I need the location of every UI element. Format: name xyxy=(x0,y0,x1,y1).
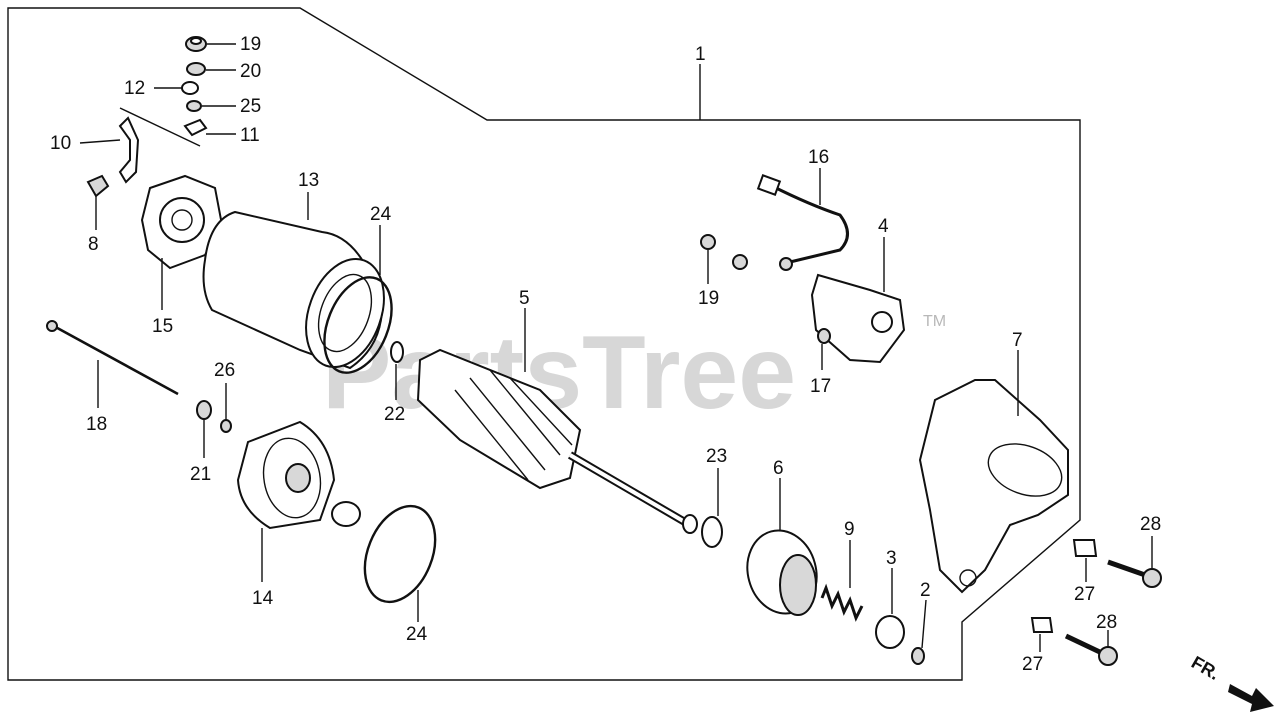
callout-9: 9 xyxy=(844,519,855,540)
callout-21: 21 xyxy=(190,464,211,485)
callout-28-lower: 28 xyxy=(1096,612,1117,633)
washer-26 xyxy=(220,419,232,433)
washer-20 xyxy=(186,62,206,76)
nut-19-right xyxy=(700,234,716,250)
collar-3 xyxy=(875,615,905,649)
spring-9 xyxy=(820,583,864,622)
callout-27-upper: 27 xyxy=(1074,584,1095,605)
callout-18: 18 xyxy=(86,414,107,435)
bracket-7 xyxy=(918,379,1069,594)
callout-3: 3 xyxy=(886,548,897,569)
callout-8: 8 xyxy=(88,234,99,255)
watermark-trademark: TM xyxy=(923,313,946,330)
callout-17: 17 xyxy=(810,376,831,397)
callout-1: 1 xyxy=(695,44,706,65)
terminal-10 xyxy=(118,116,140,184)
nut-19-right-2 xyxy=(732,254,748,270)
collar-27-lower xyxy=(1030,617,1054,633)
callout-16: 16 xyxy=(808,147,829,168)
rear-cover-14 xyxy=(236,420,336,530)
o-ring-24-lower xyxy=(363,504,437,604)
callout-24-lower: 24 xyxy=(406,624,428,645)
terminal-11 xyxy=(183,118,208,137)
callout-14: 14 xyxy=(252,588,274,609)
callout-7: 7 xyxy=(1012,330,1023,351)
callout-13: 13 xyxy=(298,170,319,191)
callout-24-upper: 24 xyxy=(370,204,392,225)
callout-22: 22 xyxy=(384,404,405,425)
o-ring-24-upper xyxy=(323,276,393,374)
insulator-12 xyxy=(181,81,199,95)
brush-8 xyxy=(86,174,110,198)
callouts: 19 20 12 25 10 11 8 13 24 15 18 26 21 22… xyxy=(50,34,1161,675)
callout-6: 6 xyxy=(773,458,784,479)
bearing xyxy=(331,501,361,527)
front-arrow-icon xyxy=(1228,684,1274,712)
bolt-17 xyxy=(817,328,831,344)
collar-27-upper xyxy=(1072,539,1098,557)
callout-27-lower: 27 xyxy=(1022,654,1043,675)
callout-4: 4 xyxy=(878,216,889,237)
callout-12: 12 xyxy=(124,78,145,99)
callout-2: 2 xyxy=(920,580,931,601)
callout-28-upper: 28 xyxy=(1140,514,1161,535)
callout-23: 23 xyxy=(706,446,727,467)
brush-holder-15 xyxy=(140,174,224,270)
callout-19-top: 19 xyxy=(240,34,261,55)
armature-5 xyxy=(416,348,698,534)
callout-19-right: 19 xyxy=(698,288,719,309)
nut-21 xyxy=(196,400,212,420)
washer-25 xyxy=(186,100,202,112)
pinion-6 xyxy=(746,529,818,616)
wire-16 xyxy=(756,174,849,271)
assembly-outline xyxy=(7,7,1081,681)
front-direction-indicator: FR. xyxy=(1188,652,1274,712)
callout-26: 26 xyxy=(214,360,235,381)
bolt-18 xyxy=(46,320,179,396)
nut-19-top xyxy=(185,36,207,52)
callout-15: 15 xyxy=(152,316,173,337)
front-direction-label: FR. xyxy=(1188,652,1223,684)
bolt-28-lower xyxy=(1064,633,1118,666)
solenoid-4 xyxy=(810,273,906,364)
callout-5: 5 xyxy=(519,288,530,309)
leader-lines xyxy=(79,43,1153,652)
bolt-28-upper xyxy=(1107,559,1162,588)
clip-2 xyxy=(911,647,925,665)
callout-10: 10 xyxy=(50,133,71,154)
washer-22 xyxy=(390,341,404,363)
washer-23 xyxy=(701,516,723,548)
callout-11: 11 xyxy=(240,125,260,146)
callout-20: 20 xyxy=(240,61,261,82)
callout-25: 25 xyxy=(240,96,261,117)
